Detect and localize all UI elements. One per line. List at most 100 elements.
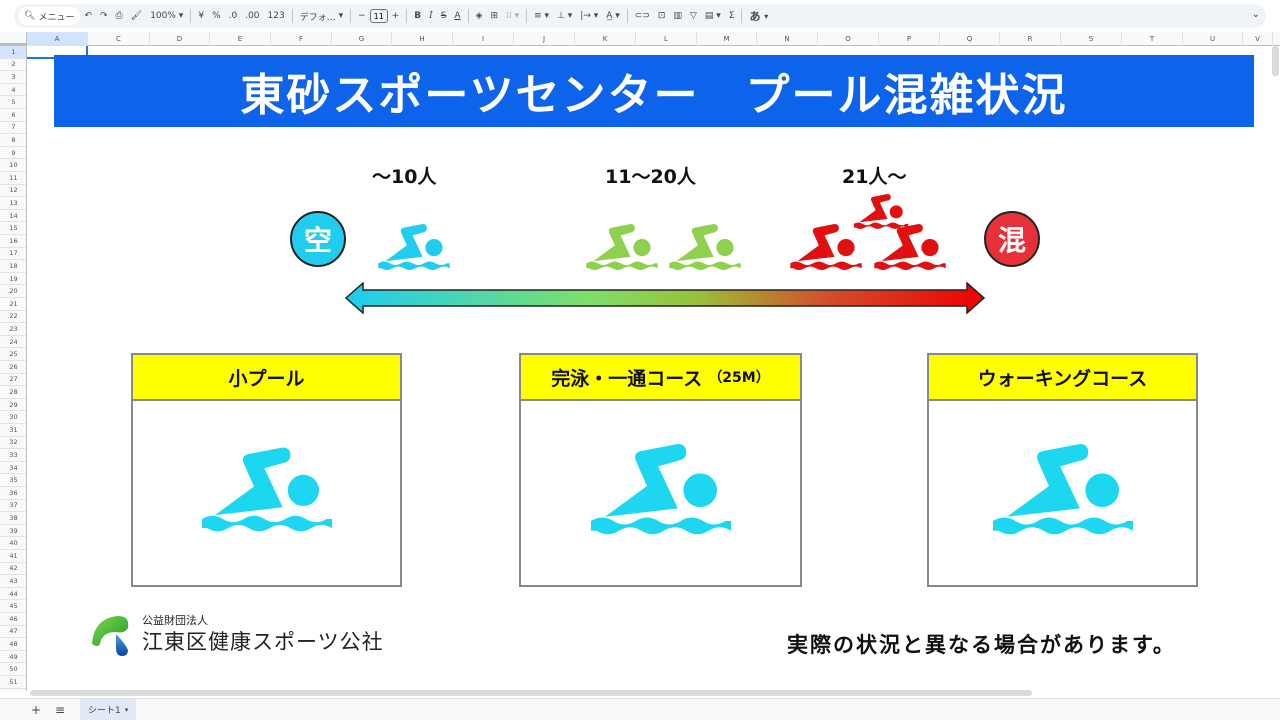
row-header[interactable]: 14	[0, 210, 26, 223]
row-header[interactable]: 32	[0, 437, 26, 450]
row-header[interactable]: 30	[0, 411, 26, 424]
column-header[interactable]: V	[1243, 32, 1273, 46]
row-header[interactable]: 24	[0, 336, 26, 349]
zoom-select[interactable]: 100% ▾	[146, 5, 187, 27]
column-header[interactable]: N	[757, 32, 818, 46]
filter-views-button[interactable]: ▤ ▾	[701, 5, 725, 27]
row-header[interactable]: 22	[0, 311, 26, 324]
row-header[interactable]: 45	[0, 600, 26, 613]
vertical-scrollbar[interactable]	[1272, 46, 1279, 76]
merge-cells-button[interactable]: ⁞⁞ ▾	[502, 5, 523, 27]
decrease-decimal-button[interactable]: .0	[228, 11, 238, 21]
strikethrough-button[interactable]: S	[440, 11, 447, 21]
row-header[interactable]: 29	[0, 399, 26, 412]
row-header[interactable]: 19	[0, 273, 26, 286]
column-header[interactable]: U	[1183, 32, 1243, 46]
row-header[interactable]: 5	[0, 96, 26, 109]
row-header[interactable]: 39	[0, 525, 26, 538]
row-header[interactable]: 6	[0, 109, 26, 122]
text-color-button[interactable]: A	[454, 11, 461, 21]
row-header[interactable]: 20	[0, 285, 26, 298]
column-header[interactable]: O	[818, 32, 879, 46]
row-header[interactable]: 47	[0, 626, 26, 639]
select-all-corner[interactable]	[0, 32, 27, 46]
collapse-toolbar-button[interactable]: ⌄	[1252, 9, 1260, 20]
row-header[interactable]: 46	[0, 613, 26, 626]
menu-search-button[interactable]: 🔍︎ メニュー	[18, 7, 81, 25]
column-header[interactable]: Q	[940, 32, 1000, 46]
insert-chart-button[interactable]: ▥	[669, 5, 686, 27]
row-header[interactable]: 23	[0, 323, 26, 336]
add-sheet-button[interactable]: +	[24, 699, 48, 720]
column-header[interactable]: F	[271, 32, 332, 46]
column-header[interactable]: E	[210, 32, 271, 46]
column-header[interactable]: S	[1061, 32, 1122, 46]
column-header[interactable]: H	[392, 32, 453, 46]
column-header[interactable]: R	[1000, 32, 1061, 46]
row-header[interactable]: 8	[0, 134, 26, 147]
row-header[interactable]: 17	[0, 248, 26, 261]
sheet-tab-active[interactable]: シート1 ▾	[80, 698, 137, 720]
row-header[interactable]: 21	[0, 298, 26, 311]
row-header[interactable]: 18	[0, 260, 26, 273]
bold-button[interactable]: B	[414, 11, 422, 21]
vertical-align-button[interactable]: ⊥ ▾	[553, 5, 576, 27]
text-rotation-button[interactable]: A̲ ▾	[602, 5, 624, 27]
borders-button[interactable]: ⊞	[487, 5, 503, 27]
row-header[interactable]: 31	[0, 424, 26, 437]
currency-button[interactable]: ¥	[198, 11, 205, 21]
sheet-grid[interactable]: 東砂スポーツセンター プール混雑状況 ～10人 11～20人 21人～ 空 混 …	[27, 46, 1270, 691]
column-header[interactable]: K	[575, 32, 636, 46]
column-header[interactable]: A	[27, 32, 88, 46]
row-header[interactable]: 4	[0, 84, 26, 97]
column-header[interactable]: C	[88, 32, 150, 46]
all-sheets-button[interactable]: ≡	[48, 699, 72, 720]
functions-button[interactable]: Σ	[728, 11, 735, 21]
row-header[interactable]: 10	[0, 159, 26, 172]
input-tools-button[interactable]: あ ▾	[745, 5, 772, 27]
row-header[interactable]: 26	[0, 361, 26, 374]
font-select[interactable]: デフォ… ▾	[296, 5, 347, 27]
row-header[interactable]: 25	[0, 348, 26, 361]
font-size-input[interactable]: 11	[369, 9, 388, 23]
number-format-button[interactable]: 123	[267, 11, 285, 21]
row-header[interactable]: 12	[0, 185, 26, 198]
increase-decimal-button[interactable]: .00	[245, 11, 260, 21]
filter-button[interactable]: ▽	[686, 5, 701, 27]
column-header[interactable]: I	[453, 32, 514, 46]
row-header[interactable]: 13	[0, 197, 26, 210]
row-header[interactable]: 7	[0, 122, 26, 135]
italic-button[interactable]: I	[429, 11, 433, 21]
row-header[interactable]: 38	[0, 512, 26, 525]
row-header[interactable]: 36	[0, 487, 26, 500]
row-header[interactable]: 33	[0, 449, 26, 462]
row-header[interactable]: 15	[0, 222, 26, 235]
print-button[interactable]: ⎙	[112, 5, 127, 27]
font-size-increase-button[interactable]: +	[391, 11, 400, 21]
row-header[interactable]: 35	[0, 474, 26, 487]
row-header[interactable]: 49	[0, 651, 26, 664]
row-header[interactable]: 42	[0, 563, 26, 576]
row-header[interactable]: 9	[0, 147, 26, 160]
row-header[interactable]: 50	[0, 663, 26, 676]
column-header[interactable]: L	[636, 32, 697, 46]
row-header[interactable]: 11	[0, 172, 26, 185]
row-header[interactable]: 51	[0, 676, 26, 689]
fill-color-button[interactable]: ◈	[472, 5, 487, 27]
column-header[interactable]: J	[514, 32, 575, 46]
font-size-decrease-button[interactable]: −	[358, 11, 366, 21]
column-header[interactable]: P	[879, 32, 940, 46]
row-header[interactable]: 28	[0, 386, 26, 399]
undo-button[interactable]: ↶	[80, 5, 96, 27]
row-header[interactable]: 1	[0, 46, 26, 59]
row-header[interactable]: 44	[0, 588, 26, 601]
row-header[interactable]: 3	[0, 71, 26, 84]
horizontal-scrollbar[interactable]	[30, 690, 1032, 696]
row-header[interactable]: 16	[0, 235, 26, 248]
column-header[interactable]: T	[1122, 32, 1183, 46]
row-header[interactable]: 48	[0, 638, 26, 651]
column-header[interactable]: D	[150, 32, 210, 46]
row-header[interactable]: 40	[0, 537, 26, 550]
row-header[interactable]: 43	[0, 575, 26, 588]
column-header[interactable]: M	[697, 32, 757, 46]
